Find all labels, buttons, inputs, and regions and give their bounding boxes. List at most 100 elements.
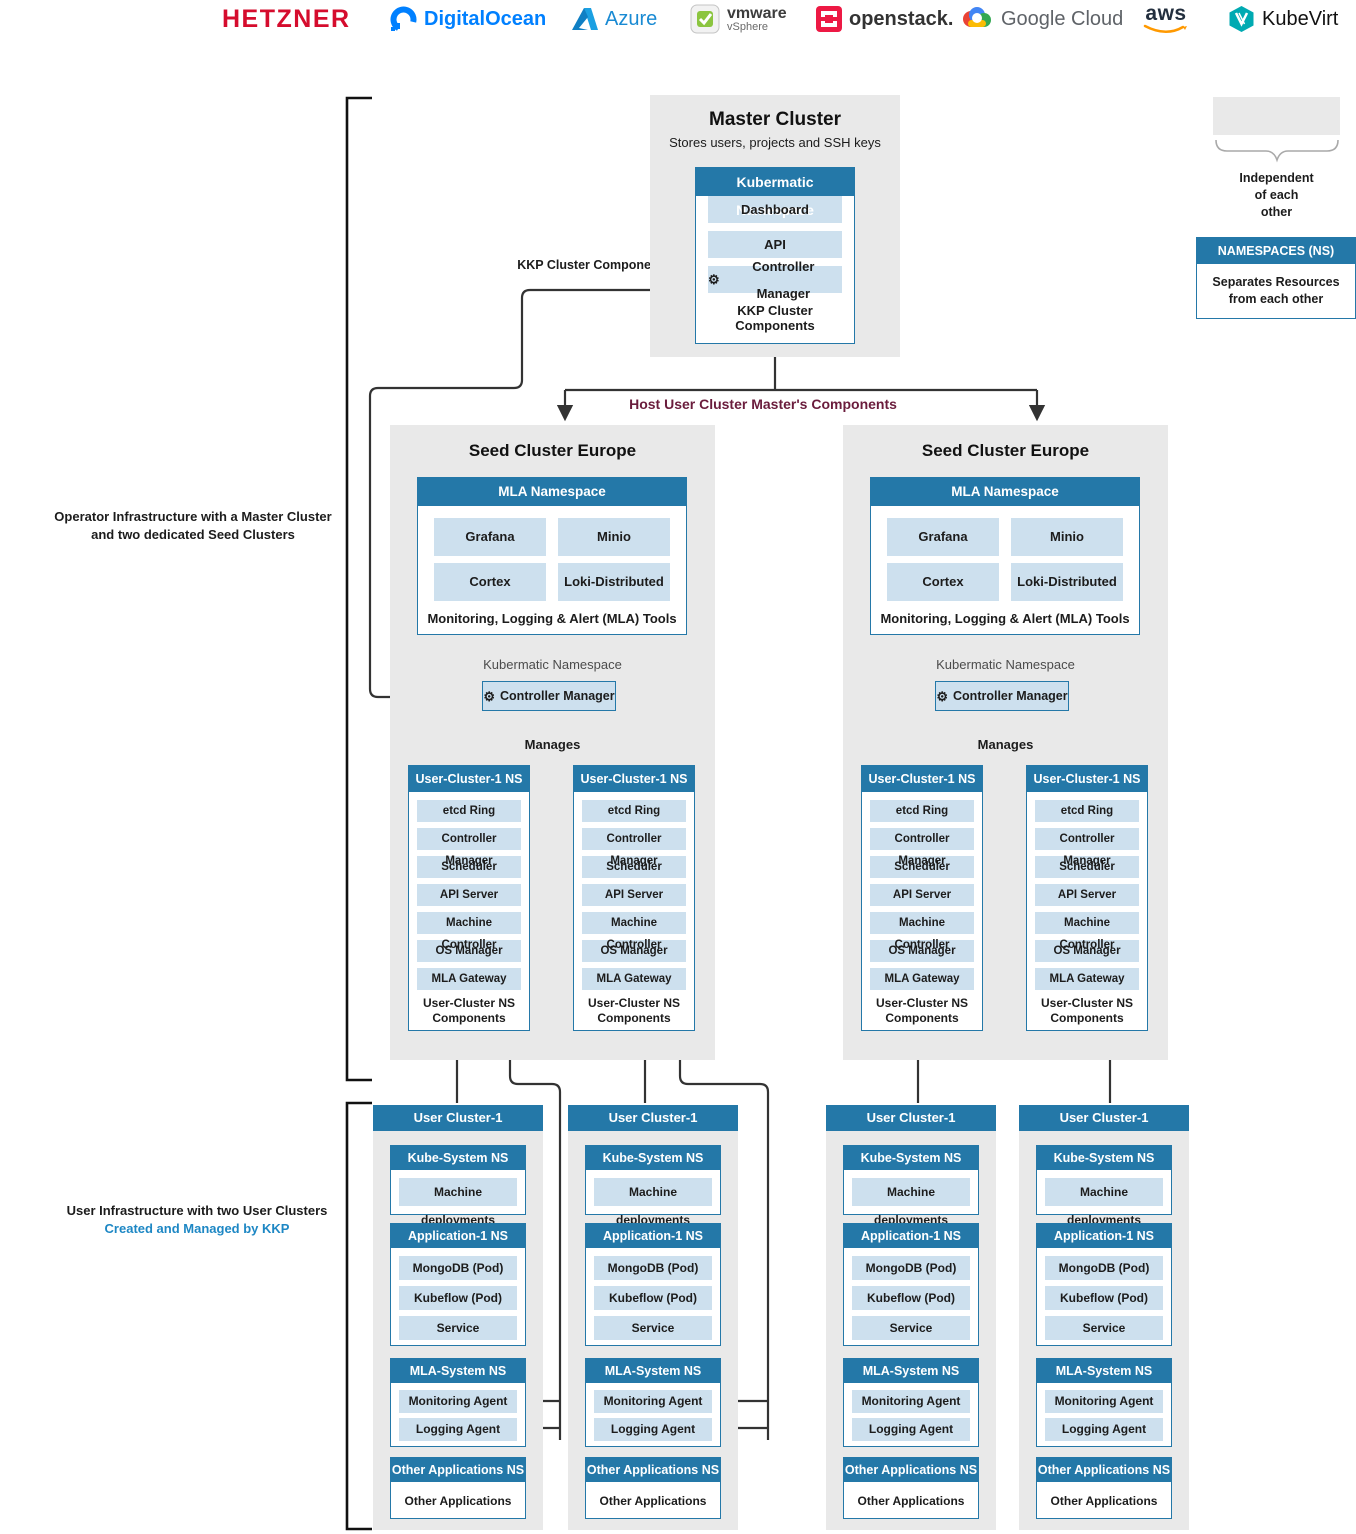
logo-kubevirt: KubeVirt — [1228, 2, 1338, 36]
application-1-ns-box: Application-1 NS MongoDB (Pod) Kubeflow … — [843, 1223, 979, 1346]
azure-wordmark: Azure — [605, 7, 658, 30]
operator-infra-label: Operator Infrastructure with a Master Cl… — [54, 509, 332, 542]
monitoring-agent-item: Monitoring Agent — [594, 1390, 712, 1413]
ns-footer: User-Cluster NS Components — [587, 996, 681, 1025]
azure-icon — [572, 8, 598, 30]
seed-cluster-title: Seed Cluster Europe — [468, 441, 637, 460]
seed-controller-manager-label: Controller Manager — [500, 689, 615, 703]
api-server-item: API Server — [417, 884, 521, 906]
kubevirt-icon — [1229, 6, 1254, 32]
service-item: Service — [594, 1316, 712, 1340]
other-applications-ns-box: Other Applications NS Other Applications — [390, 1457, 526, 1519]
mla-system-ns-box: MLA-System NS Monitoring Agent Logging A… — [843, 1358, 979, 1447]
application-1-ns-box: Application-1 NS MongoDB (Pod) Kubeflow … — [390, 1223, 526, 1346]
user-cluster-title: User Cluster-1 — [1019, 1105, 1189, 1131]
digitalocean-icon — [390, 6, 417, 32]
application-1-ns-title: Application-1 NS — [844, 1224, 978, 1248]
hetzner-wordmark: HETZNER — [222, 4, 351, 33]
kkp-cluster-component-label: KKP Cluster Component — [517, 258, 663, 272]
host-components-label: Host User Cluster Master's Components — [629, 396, 897, 412]
vsphere-wordmark: vSphere — [727, 20, 768, 33]
logging-agent-item: Logging Agent — [852, 1418, 970, 1441]
service-item: Service — [852, 1316, 970, 1340]
ns-footer: User-Cluster NS Components — [422, 996, 516, 1025]
seed-cluster-title: Seed Cluster Europe — [921, 441, 1090, 460]
mla-system-items: Monitoring Agent Logging Agent — [1037, 1383, 1171, 1441]
kube-system-ns-box: Kube-System NS Machine deployments — [1036, 1145, 1172, 1227]
controller-manager-item: Controller Manager — [582, 828, 686, 867]
mla-tools-grid: Grafana Minio Cortex Loki-Distributed — [418, 506, 686, 601]
user-cluster-ns-box-1: User-Cluster-1 NS etcd Ring Controller M… — [408, 765, 530, 1031]
mla-namespace-title: MLA Namespace — [871, 478, 1139, 506]
mla-system-ns-title: MLA-System NS — [391, 1359, 525, 1383]
master-controller-manager-label: Controller Manager — [752, 258, 815, 301]
legend-brace — [1215, 139, 1339, 163]
mla-system-ns-title: MLA-System NS — [1037, 1359, 1171, 1383]
dashboard-item: Dashboard — [708, 196, 842, 223]
machine-deployments-item: Machine deployments — [852, 1178, 970, 1227]
service-item: Service — [399, 1316, 517, 1340]
logging-agent-item: Logging Agent — [1045, 1418, 1163, 1441]
logo-google-cloud: Google Cloud — [960, 2, 1123, 36]
mla-namespace-title: MLA Namespace — [418, 478, 686, 506]
kube-system-ns-box: Kube-System NS Machine deployments — [585, 1145, 721, 1227]
kubermatic-namespace-title: Kubermatic Namespace — [696, 168, 854, 218]
logging-agent-item: Logging Agent — [399, 1418, 517, 1441]
api-server-item: API Server — [582, 884, 686, 906]
mla-footer: Monitoring, Logging & Alert (MLA) Tools — [427, 611, 677, 626]
aws-wordmark: aws — [1145, 1, 1187, 25]
minio-item: Minio — [1011, 518, 1123, 556]
mla-gateway-item: MLA Gateway — [417, 968, 521, 990]
mongodb-item: MongoDB (Pod) — [399, 1256, 517, 1280]
user-infra-label-line1: User Infrastructure with two User Cluste… — [66, 1203, 328, 1218]
user-cluster-ns-box-2: User-Cluster-1 NS etcd Ring Controller M… — [1026, 765, 1148, 1031]
seed-controller-manager-box: ⚙ Controller Manager — [935, 681, 1069, 711]
openstack-wordmark: openstack. — [849, 7, 954, 30]
machine-deployments-item: Machine deployments — [594, 1178, 712, 1227]
machine-controller-item: Machine Controller — [582, 912, 686, 951]
grafana-item: Grafana — [887, 518, 999, 556]
user-cluster-title: User Cluster-1 — [826, 1105, 996, 1131]
seed-kubermatic-namespace-label: Kubermatic Namespace — [936, 657, 1075, 672]
machine-controller-item: Machine Controller — [1035, 912, 1139, 951]
kubeflow-item: Kubeflow (Pod) — [594, 1286, 712, 1310]
api-server-item: API Server — [870, 884, 974, 906]
controller-manager-item: Controller Manager — [417, 828, 521, 867]
gear-icon: ⚙ — [483, 688, 496, 704]
user-cluster-3: User Cluster-1 Kube-System NS Machine de… — [826, 1105, 996, 1530]
logo-vmware-vsphere: vmware vSphere — [690, 2, 787, 36]
application-1-ns-box: Application-1 NS MongoDB (Pod) Kubeflow … — [585, 1223, 721, 1346]
application-items: MongoDB (Pod) Kubeflow (Pod) Service — [391, 1248, 525, 1340]
ns-items: etcd Ring Controller Manager Scheduler A… — [409, 792, 529, 990]
gear-icon: ⚙ — [936, 688, 949, 704]
machine-controller-item: Machine Controller — [417, 912, 521, 951]
application-items: MongoDB (Pod) Kubeflow (Pod) Service — [844, 1248, 978, 1340]
monitoring-agent-item: Monitoring Agent — [852, 1390, 970, 1413]
other-applications-items: Other Applications — [586, 1482, 720, 1513]
etcd-ring-item: etcd Ring — [582, 800, 686, 822]
ns-footer: User-Cluster NS Components — [875, 996, 969, 1025]
etcd-ring-item: etcd Ring — [1035, 800, 1139, 822]
os-manager-item: OS Manager — [582, 940, 686, 962]
kubevirt-wordmark: KubeVirt — [1262, 7, 1339, 30]
other-applications-ns-title: Other Applications NS — [586, 1458, 720, 1482]
user-cluster-ns-box-2: User-Cluster-1 NS etcd Ring Controller M… — [573, 765, 695, 1031]
other-applications-item: Other Applications — [1045, 1489, 1163, 1513]
application-1-ns-box: Application-1 NS MongoDB (Pod) Kubeflow … — [1036, 1223, 1172, 1346]
os-manager-item: OS Manager — [1035, 940, 1139, 962]
manages-label: Manages — [977, 737, 1034, 752]
vmware-wordmark: vmware — [727, 4, 787, 22]
scheduler-item: Scheduler — [1035, 856, 1139, 878]
mla-namespace-box: MLA Namespace Grafana Minio Cortex Loki-… — [870, 477, 1140, 635]
application-items: MongoDB (Pod) Kubeflow (Pod) Service — [586, 1248, 720, 1340]
logo-digitalocean: DigitalOcean — [390, 2, 546, 36]
other-applications-ns-box: Other Applications NS Other Applications — [843, 1457, 979, 1519]
ns-items: etcd Ring Controller Manager Scheduler A… — [574, 792, 694, 990]
other-applications-ns-title: Other Applications NS — [844, 1458, 978, 1482]
user-cluster-ns-title: User-Cluster-1 NS — [862, 766, 982, 792]
other-applications-items: Other Applications — [844, 1482, 978, 1513]
logo-hetzner: HETZNER — [222, 2, 351, 36]
google-cloud-icon — [963, 7, 991, 27]
kubeflow-item: Kubeflow (Pod) — [852, 1286, 970, 1310]
application-1-ns-title: Application-1 NS — [586, 1224, 720, 1248]
